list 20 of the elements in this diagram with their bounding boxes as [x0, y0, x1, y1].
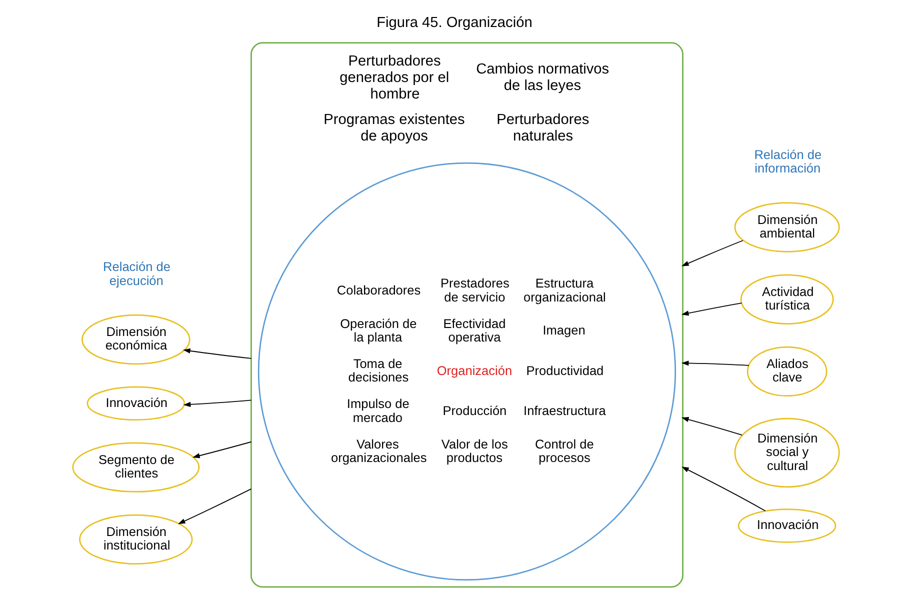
node-ellipse: Aliados clave — [746, 346, 828, 397]
arrow — [681, 240, 744, 266]
arrow — [681, 302, 742, 316]
node-ellipse: Dimensión social y cultural — [734, 418, 840, 488]
diagram-title: Figura 45. Organización — [376, 15, 532, 32]
label: Relación de información — [754, 146, 822, 176]
arrow — [681, 360, 750, 366]
node-ellipse: Dimensión ambiental — [734, 202, 840, 252]
node-circle: Colaboradores Prestadores de servicio Estructura organizacional Operación de la planta Efectividad operativa Imagen Toma de decisiones Organización Productividad Impulso de mercado Producción Infraestructura Valores organizacionales Valor de los productos Control de procesos — [258, 162, 676, 581]
arrow — [682, 466, 766, 512]
node-ellipse: Dimensión institucional — [79, 514, 193, 564]
node-ellipse: Actividad turística — [740, 274, 834, 324]
arrow — [178, 488, 252, 524]
node-ellipse: Innovación — [738, 508, 836, 543]
arrow — [183, 400, 252, 408]
label: Relación de ejecución — [103, 259, 170, 288]
arrow — [681, 417, 742, 436]
node-ellipse: Innovación — [86, 386, 186, 421]
arrow — [192, 441, 252, 458]
arrow — [182, 348, 252, 359]
